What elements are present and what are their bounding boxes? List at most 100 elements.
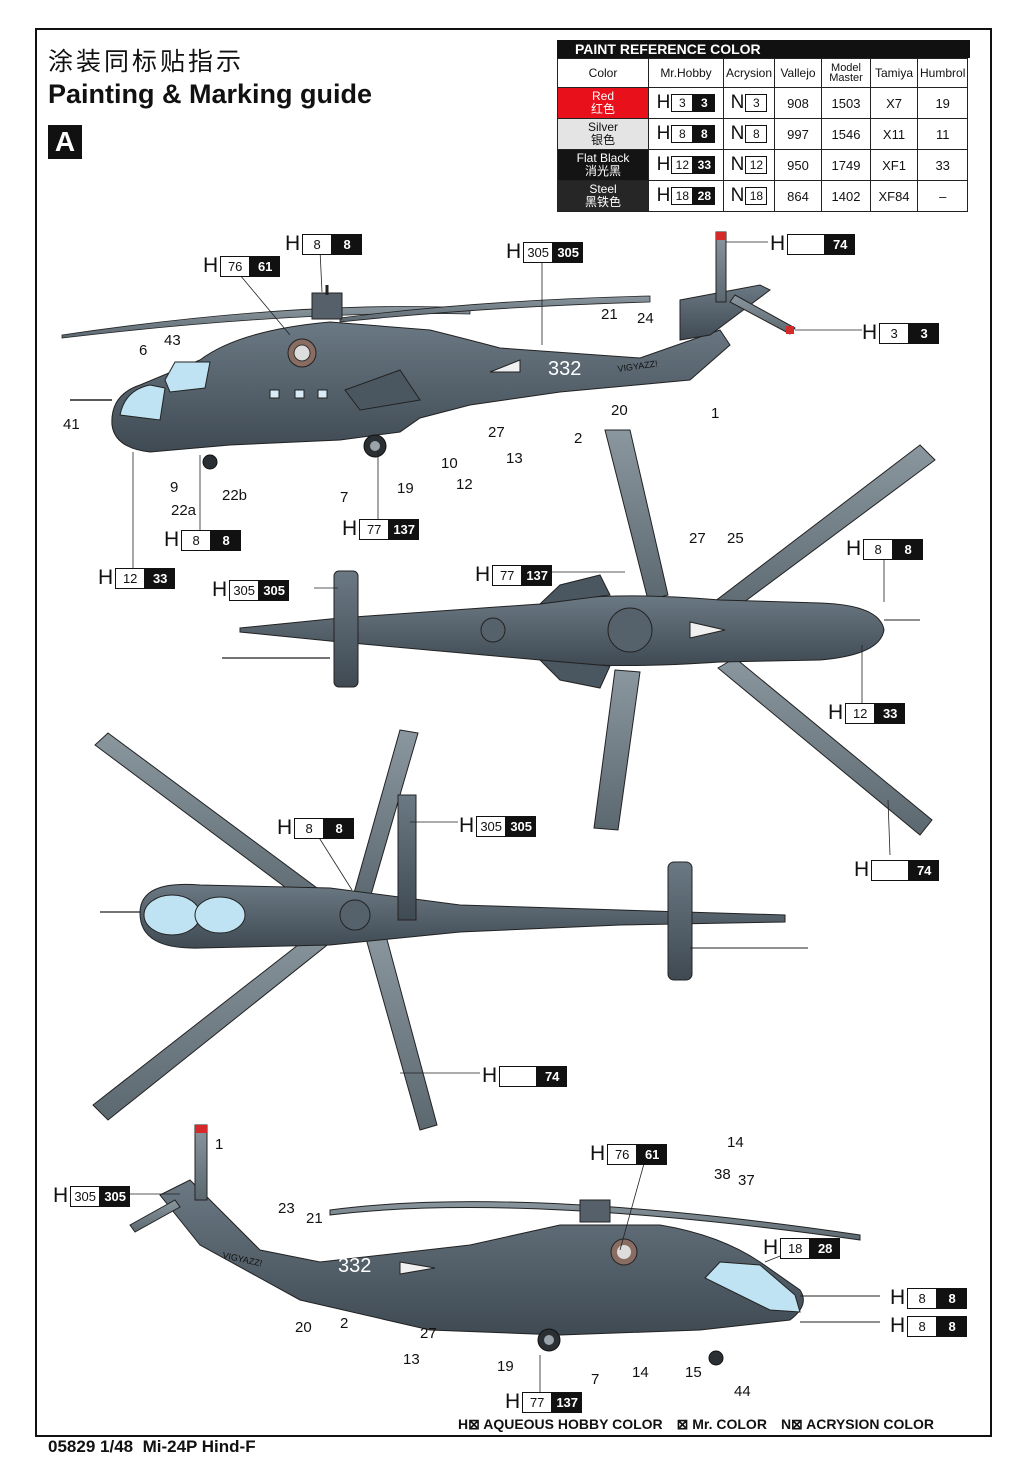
- vallejo-code: 950: [774, 149, 823, 181]
- humbrol-code: –: [917, 180, 969, 212]
- paint-table-heading: PAINT REFERENCE COLOR: [557, 40, 970, 58]
- top-view: [222, 429, 936, 836]
- decal-number: 27: [488, 424, 505, 441]
- decal-number: 10: [441, 455, 458, 472]
- decal-number: 38: [714, 1166, 731, 1183]
- decal-number: 14: [727, 1134, 744, 1151]
- decal-number: 22a: [171, 502, 197, 519]
- decal-number: 22b: [222, 487, 248, 504]
- col-header: Acrysion: [722, 58, 776, 88]
- decal-number: 41: [63, 416, 80, 433]
- side-view-left: [61, 231, 796, 470]
- legend-mr-color: ⊠ Mr. COLOR: [676, 1416, 767, 1432]
- decal-number: 13: [506, 450, 523, 467]
- title-chinese: 涂装同标贴指示: [48, 47, 245, 76]
- decal-number: 25: [727, 530, 744, 547]
- decal-number: 14: [632, 1364, 649, 1381]
- decal-number: 20: [611, 402, 628, 419]
- decal-number: 12: [456, 476, 473, 493]
- kit-number: 05829: [48, 1437, 96, 1456]
- col-header: Model Master: [821, 58, 872, 88]
- modelmaster-code: 1503: [821, 87, 872, 119]
- legend-aqueous: H⊠ AQUEOUS HOBBY COLOR: [458, 1416, 663, 1432]
- col-header: Humbrol: [917, 58, 969, 88]
- decal-number: 7: [591, 1371, 600, 1388]
- legend-acrysion: N⊠ ACRYSION COLOR: [780, 1416, 934, 1432]
- decal-number: 13: [403, 1351, 420, 1368]
- color-legend: H⊠ AQUEOUS HOBBY COLOR ⊠ Mr. COLOR N⊠ AC…: [458, 1416, 934, 1433]
- footer: 05829 1/48 Mi-24P Hind-F: [48, 1437, 256, 1457]
- paint-table-header-row: Color Mr.Hobby Acrysion Vallejo Model Ma…: [557, 58, 969, 88]
- decal-number: 37: [738, 1172, 755, 1189]
- decal-number: 9: [170, 479, 179, 496]
- decal-number: 15: [685, 1364, 702, 1381]
- decal-number: 2: [340, 1315, 349, 1332]
- title-english: Painting & Marking guide: [48, 79, 373, 109]
- col-header: Vallejo: [774, 58, 823, 88]
- decal-number: 23: [278, 1200, 295, 1217]
- decal-number: 2: [574, 430, 583, 447]
- decal-number: 43: [164, 332, 181, 349]
- decal-number: 1: [711, 405, 720, 422]
- humbrol-code: 19: [917, 87, 969, 119]
- kit-name: Mi-24P Hind-F: [142, 1437, 256, 1456]
- serial-number-side-1: 332: [548, 358, 581, 380]
- decal-number: 6: [139, 342, 148, 359]
- decal-number: 27: [420, 1325, 437, 1342]
- paint-reference-table: Color Mr.Hobby Acrysion Vallejo Model Ma…: [557, 58, 969, 212]
- decal-number: 7: [340, 489, 349, 506]
- serial-number-side-2: 332: [338, 1255, 371, 1277]
- decal-number: 21: [306, 1210, 323, 1227]
- side-view-right: [129, 1124, 880, 1366]
- page-frame: [35, 28, 992, 1437]
- decal-number: 27: [689, 530, 706, 547]
- decal-number: 20: [295, 1319, 312, 1336]
- vallejo-code: 997: [774, 118, 823, 150]
- decal-number: 19: [397, 480, 414, 497]
- decal-number: 44: [734, 1383, 751, 1400]
- scheme-letter-badge: A: [48, 125, 82, 159]
- kit-scale: 1/48: [100, 1437, 134, 1456]
- tamiya-code: XF84: [870, 180, 919, 212]
- tamiya-code: XF1: [870, 149, 919, 181]
- bottom-view: [92, 729, 808, 1131]
- vallejo-code: 908: [774, 87, 823, 119]
- vallejo-code: 864: [774, 180, 823, 212]
- decal-number: 21: [601, 306, 618, 323]
